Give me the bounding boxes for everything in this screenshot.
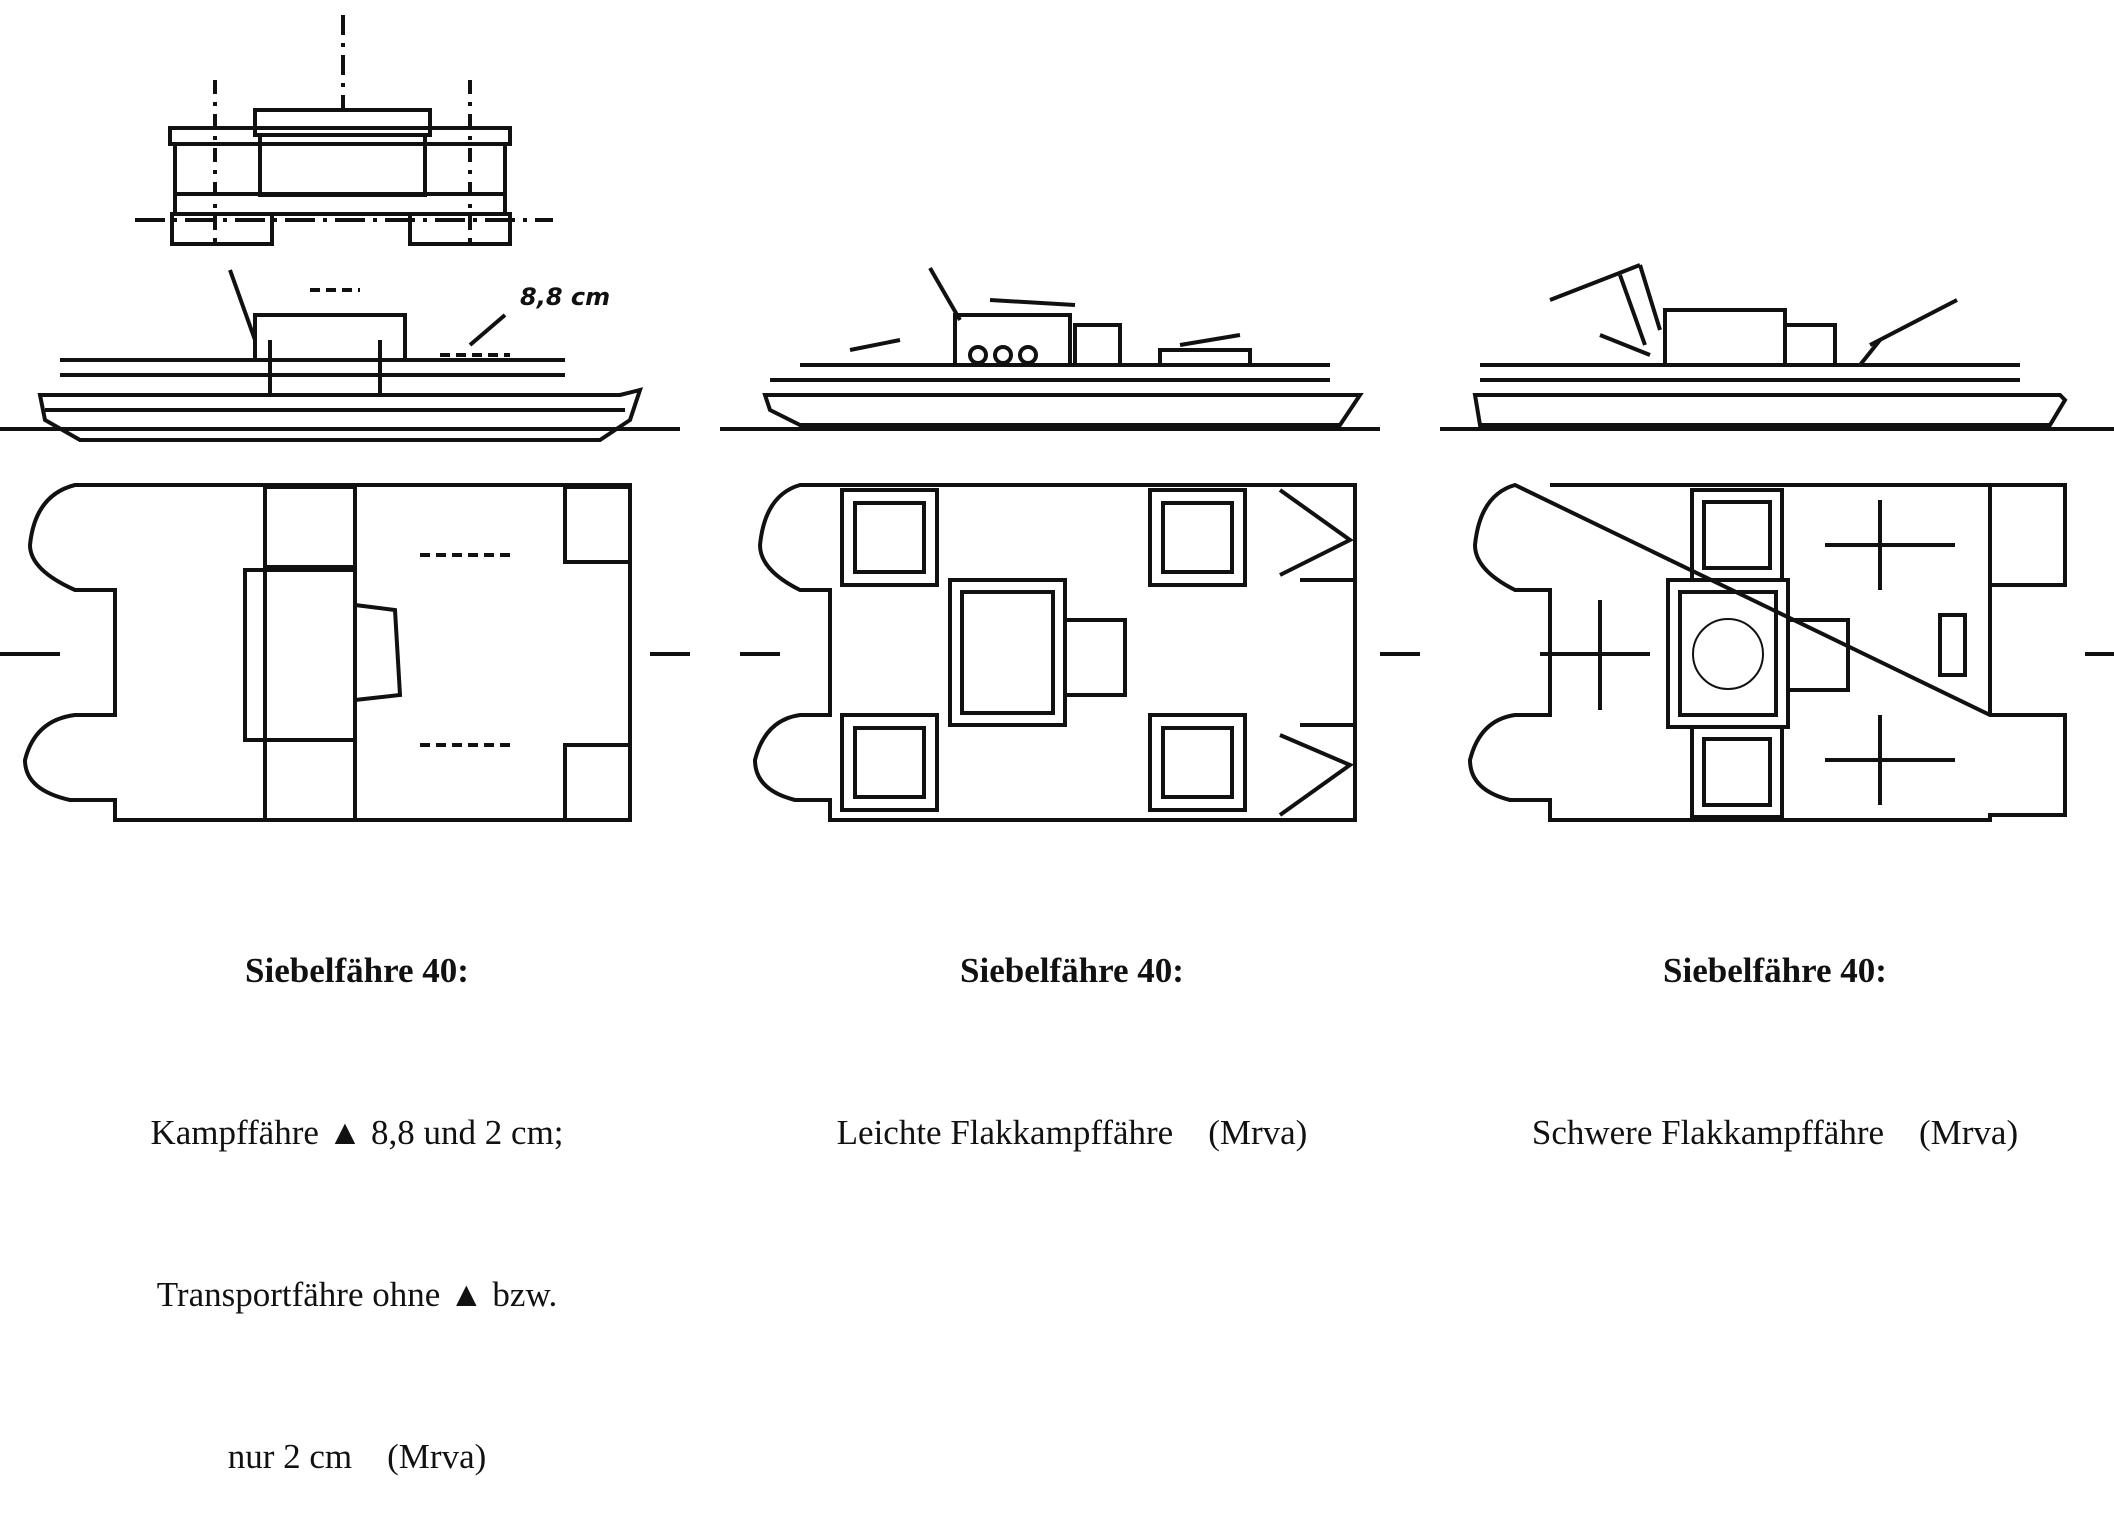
side-view-kampffaehre: 8,8 cm (0, 269, 680, 442)
gun-label: 8,8 cm (520, 283, 610, 311)
caption-title: Siebelfähre 40: (245, 951, 469, 990)
plan-view-kampffaehre (0, 483, 690, 822)
ship-drawings: 8,8 cm (0, 15, 2114, 822)
caption-line: nur 2 cm (Mrva) (227, 1437, 487, 1476)
side-view-leichte-flak (720, 267, 1380, 431)
plan-view-schwere-flak (1380, 482, 2114, 822)
caption-title: Siebelfähre 40: (960, 951, 1184, 990)
caption-leichte-flak: Siebelfähre 40: Leichte Flakkampffähre (… (837, 836, 1308, 1214)
caption-line: Leichte Flakkampffähre (Mrva) (836, 1113, 1308, 1152)
caption-line: Transportfähre ohne ▲ bzw. (156, 1275, 558, 1314)
caption-kampffaehre: Siebelfähre 40: Kampffähre ▲ 8,8 und 2 c… (150, 836, 563, 1538)
caption-title: Siebelfähre 40: (1663, 951, 1887, 990)
end-view-ferry (135, 15, 553, 250)
caption-line: Schwere Flakkampffähre (Mrva) (1531, 1113, 2019, 1152)
plan-view-leichte-flak (740, 483, 1357, 822)
caption-schwere-flak: Siebelfähre 40: Schwere Flakkampffähre (… (1532, 836, 2018, 1214)
side-view-schwere-flak (1440, 263, 2114, 431)
caption-line: Kampffähre ▲ 8,8 und 2 cm; (150, 1113, 564, 1152)
